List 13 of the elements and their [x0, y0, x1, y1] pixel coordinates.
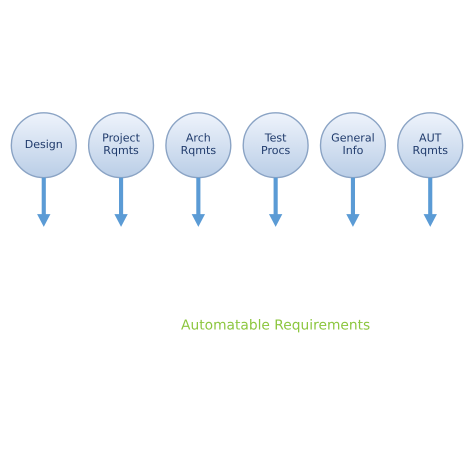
- arrow: [114, 177, 128, 226]
- node-circle: Arch Rqmts: [165, 112, 232, 178]
- arrow: [346, 177, 360, 226]
- arrow: [37, 177, 50, 226]
- node-circle: Project Rqmts: [88, 112, 154, 178]
- arrow: [424, 177, 437, 226]
- label: Automatable Requirements: [181, 316, 370, 333]
- arrow: [192, 177, 206, 226]
- node-circle: AUT Rqmts: [397, 112, 464, 178]
- node-circle: Test Procs: [242, 112, 309, 178]
- node-circle: General Info: [320, 112, 386, 178]
- arrow: [268, 177, 282, 226]
- node-circle: Design: [10, 112, 77, 178]
